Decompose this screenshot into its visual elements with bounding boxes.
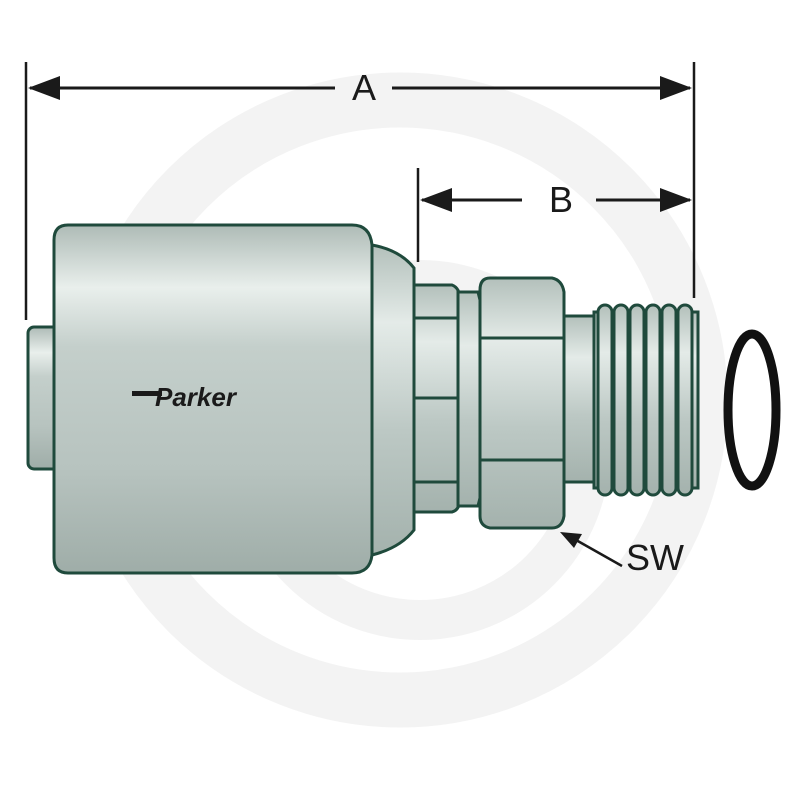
hex-nut bbox=[478, 276, 566, 530]
o-ring bbox=[723, 329, 781, 491]
parker-logo-text: Parker bbox=[155, 382, 238, 412]
sw-leader bbox=[560, 532, 623, 568]
dimension-b bbox=[416, 168, 692, 262]
collar bbox=[456, 290, 482, 508]
ferrule-taper bbox=[370, 243, 416, 557]
dimension-b-label: B bbox=[549, 179, 573, 220]
dimension-a bbox=[24, 62, 696, 320]
parker-logo: Parker bbox=[132, 382, 238, 412]
thread-ridges bbox=[596, 303, 694, 497]
shank bbox=[562, 314, 596, 484]
dimension-a-label: A bbox=[352, 67, 376, 108]
ferrule-shell bbox=[52, 223, 374, 575]
hose-fitting bbox=[26, 223, 700, 575]
wrench-size-label: SW bbox=[626, 537, 684, 578]
